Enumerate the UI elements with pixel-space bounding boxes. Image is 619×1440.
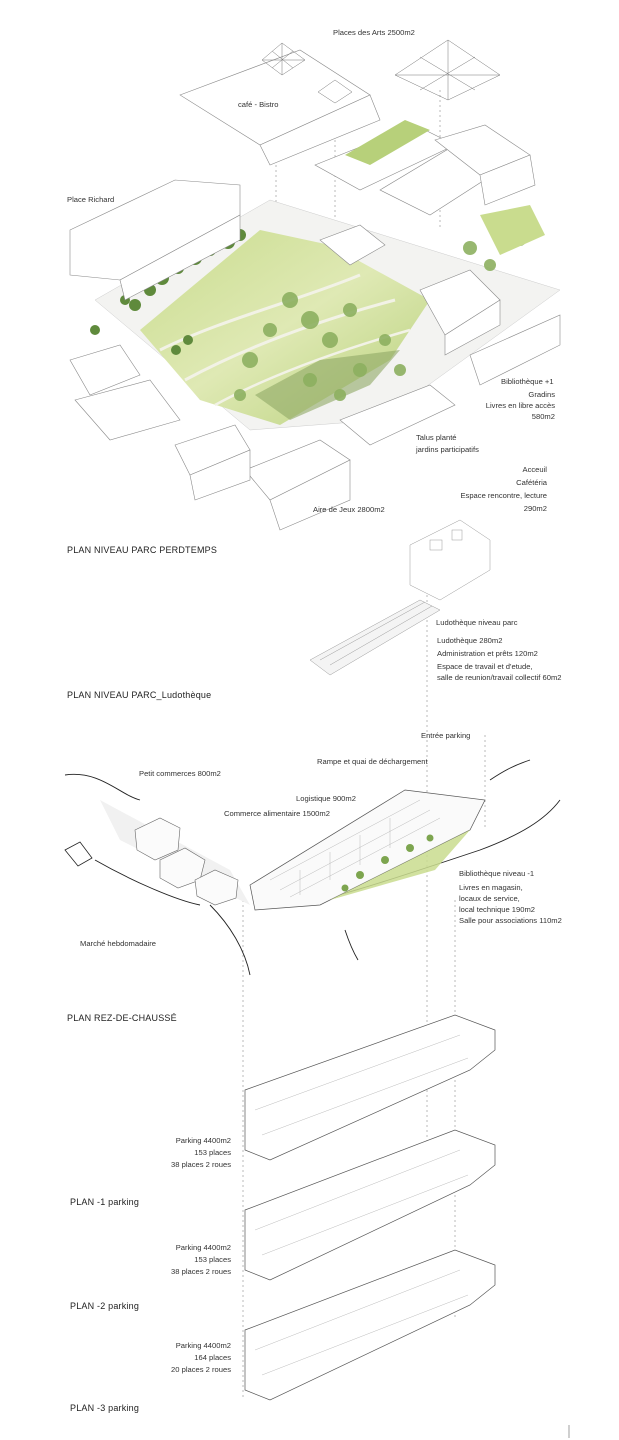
section-title-park: PLAN NIVEAU PARC PERDTEMPS [67,545,218,555]
section-title-parking-1: PLAN -1 parking [70,1197,140,1207]
label-parking-1: Parking 4400m2 153 places 38 places 2 ro… [171,1136,231,1169]
section-title-ludotheque: PLAN NIVEAU PARC_Ludothèque [67,690,212,700]
label-place-richard: Place Richard [67,195,115,204]
label-petit-commerces: Petit commerces 800m2 [139,769,221,778]
label-bibliotheque-niveau-moins1: Bibliothèque niveau -1 [459,869,535,878]
label-ludotheque-details: Ludothèque 280m2 Administration et prêts… [437,636,562,682]
label-parking-2: Parking 4400m2 153 places 38 places 2 ro… [171,1243,231,1276]
ground-floor-plan-illustration [64,759,561,976]
ludotheque-plan-illustration [309,519,491,676]
label-cafe-bistro: café - Bistro [238,100,279,109]
section-title-rdc: PLAN REZ-DE-CHAUSSÉ [67,1013,177,1023]
label-commerce-alimentaire: Commerce alimentaire 1500m2 [224,809,330,818]
label-rampe-quai: Rampe et quai de déchargement [317,757,428,766]
parking-stall-lines [254,1034,469,1376]
label-talus-plante: Talus planté [416,433,457,442]
section-title-parking-3: PLAN -3 parking [70,1403,140,1413]
label-places-des-arts: Places des Arts 2500m2 [333,28,415,37]
label-accueil-details: Acceuil Cafétéria Espace rencontre, lect… [460,465,547,513]
label-bibliotheque-details: Gradins Livres en libre accès 580m2 [485,390,555,421]
parking-levels-illustration [244,1014,496,1401]
label-jardins-participatifs: jardins participatifs [416,445,479,454]
label-logistique: Logistique 900m2 [296,794,356,803]
label-ludotheque-title: Ludothèque niveau parc [436,618,518,627]
section-title-parking-2: PLAN -2 parking [70,1301,140,1311]
label-marche-hebdomadaire: Marché hebdomadaire [80,939,156,948]
label-bibliotheque-niveau-details: Livres en magasin, locaux de service, lo… [459,883,562,925]
label-aire-de-jeux: Aire de Jeux 2800m2 [313,505,385,514]
label-parking-3: Parking 4400m2 164 places 20 places 2 ro… [171,1341,231,1374]
label-entree-parking: Entrée parking [421,731,471,740]
park-plan-illustration [69,39,561,531]
label-bibliotheque-plus1: Bibliothèque +1 [501,377,554,386]
